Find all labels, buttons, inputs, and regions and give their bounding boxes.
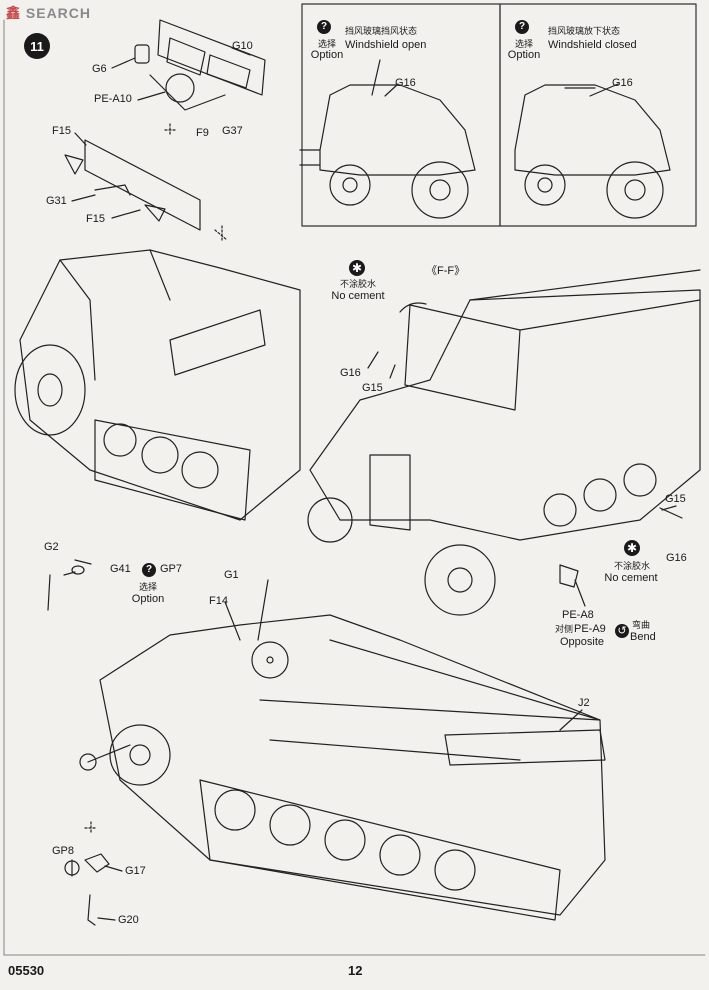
inset-closed-title-cn: 挡风玻璃放下状态 [548,26,621,36]
inset-open-part-g16: G16 [395,77,416,89]
step-number-badge: 11 [24,33,50,59]
part-label-g41: G41 [110,563,131,575]
no-cement-icon: ✱ [624,540,640,556]
pe-a9-cn: 对侧 [555,624,574,634]
question-icon: ? [142,563,156,577]
part-label-g15-b: G15 [665,493,686,505]
opposite-label: Opposite [560,636,605,648]
part-label-pe-a10: PE-A10 [94,93,132,105]
bend-cn: 弯曲 [632,620,651,630]
bottom-option-en: Option [131,593,165,605]
part-label-g17: G17 [125,865,146,877]
inset-closed-option-en: Option [507,49,541,61]
part-label-g16-b: G16 [666,552,687,564]
part-label-gp8: GP8 [52,845,75,857]
inset-open-title-en: Windshield open [345,39,427,51]
part-label-f15-bottom: F15 [86,213,105,225]
no-cement-1-cn: 不涂胶水 [339,279,376,289]
part-label-f14: F14 [209,595,228,607]
question-icon: ? [317,20,331,34]
no-cement-2-en: No cement [604,572,658,584]
part-label-pe-a9: PE-A9 [574,623,606,635]
inset-closed-option-cn: 选择 [514,39,533,49]
part-label-j2: J2 [578,697,590,709]
part-label-gp7: GP7 [160,563,183,575]
footer-product-code: 05530 [8,963,45,978]
inset-closed-title-en: Windshield closed [548,39,637,51]
bend-icon: ↺ [615,624,629,638]
inset-closed-part-g16: G16 [612,77,633,89]
view-label-ff: 《F-F》 [426,265,466,277]
part-label-g20: G20 [118,914,139,926]
bend-en: Bend [630,631,656,643]
part-label-pe-a8: PE-A8 [562,609,594,621]
question-icon: ? [515,20,529,34]
inset-open-option-cn: 选择 [317,39,336,49]
part-label-g6: G6 [92,63,107,75]
part-label-f9: F9 [196,127,209,139]
part-label-g37: G37 [222,125,243,137]
part-label-g1: G1 [224,569,239,581]
part-label-g2: G2 [44,541,59,553]
part-label-g31: G31 [46,195,67,207]
part-label-g10: G10 [232,40,253,52]
inset-open-option-en: Option [310,49,344,61]
no-cement-icon: ✱ [349,260,365,276]
bottom-option-cn: 选择 [138,582,157,592]
part-label-g16-a: G16 [340,367,361,379]
part-label-g15-a: G15 [362,382,383,394]
part-label-f15-top: F15 [52,125,71,137]
watermark: 鑫 SEARCH [6,5,92,21]
no-cement-2-cn: 不涂胶水 [613,561,650,571]
footer-page-number: 12 [348,963,363,978]
no-cement-1-en: No cement [331,290,385,302]
inset-open-title-cn: 挡风玻璃挡风状态 [345,26,418,36]
